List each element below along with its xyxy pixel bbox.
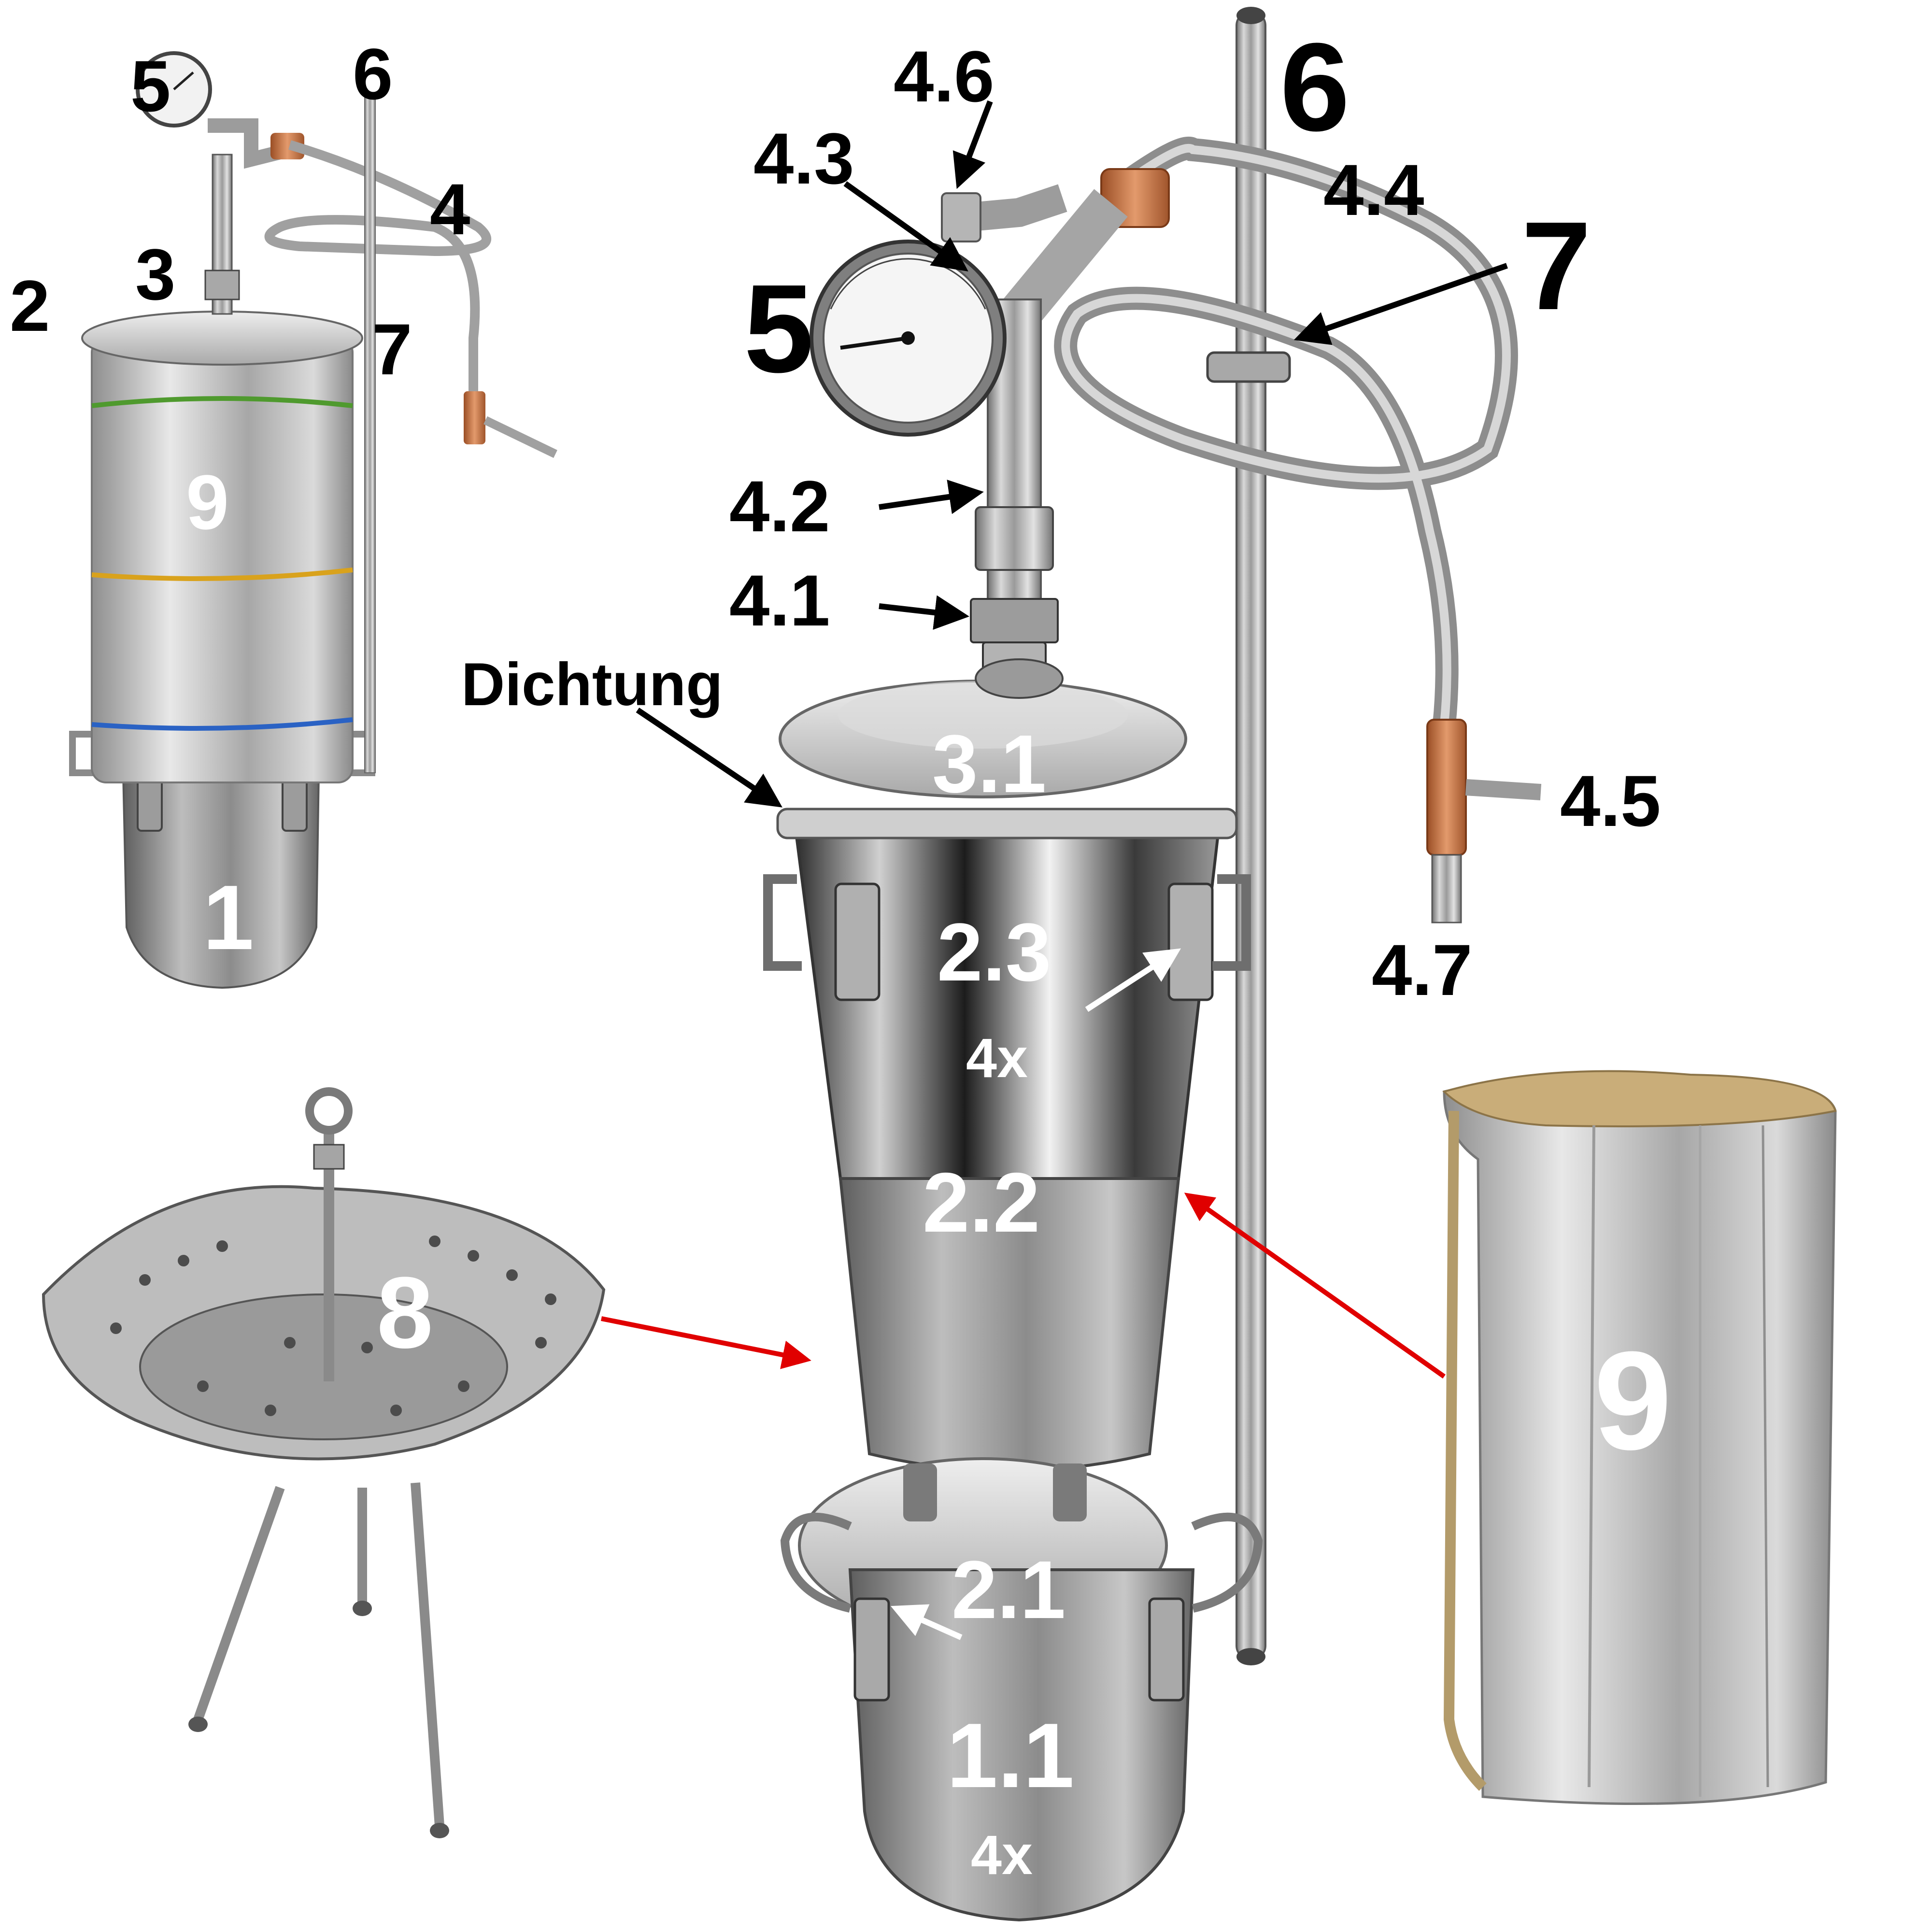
lower-pot-handle-left — [780, 1512, 852, 1613]
assembled-pot-clamp-left — [137, 777, 163, 832]
label-9: 9 — [1594, 1322, 1672, 1479]
main-pot-2 — [763, 808, 1251, 1472]
arrow-4-2 — [879, 480, 984, 514]
arrow-4-3 — [843, 181, 968, 271]
label-7: 7 — [1521, 196, 1591, 336]
arrow-4-1 — [879, 595, 969, 630]
label-small-9: 9 — [186, 459, 229, 545]
basket-perforations — [110, 1236, 556, 1416]
assembled-lid — [81, 311, 363, 366]
lower-pot-1-1 — [780, 1512, 1263, 1922]
label-small-2: 2 — [10, 265, 50, 346]
arrow-8 — [601, 1316, 811, 1369]
assembled-copper-coupling — [270, 133, 304, 159]
label-small-1: 1 — [203, 867, 254, 969]
assembled-thermo-needle — [173, 71, 194, 90]
assembled-coil-pipe — [264, 140, 491, 396]
label-small-4: 4 — [430, 169, 470, 250]
assembled-copper-tee — [464, 391, 485, 444]
label-4-6: 4.6 — [894, 36, 994, 117]
arrow-7 — [1293, 263, 1508, 345]
arrow-1-1 — [891, 1604, 963, 1640]
assembled-still-small — [69, 51, 557, 989]
nozzle-tip-4-6 — [941, 192, 981, 242]
label-5: 5 — [744, 259, 814, 399]
clamp-2-3-right — [1167, 882, 1214, 1001]
tee-branch-4-3 — [1002, 189, 1128, 328]
arrow-4-6 — [952, 100, 993, 189]
label-3-1: 3.1 — [932, 718, 1046, 810]
arrow-2-3 — [1085, 948, 1181, 1012]
insulation-roll-9 — [1442, 1070, 1837, 1805]
label-2-1: 2.1 — [952, 1544, 1065, 1636]
condenser-coil — [1054, 136, 1518, 918]
thermometer-5 — [810, 240, 1007, 437]
rod-6 — [1236, 7, 1266, 1665]
lid-3-1 — [779, 658, 1187, 798]
assembled-pot-clamp-right — [282, 777, 308, 832]
clamp-1-1-right — [1148, 1597, 1185, 1702]
label-4-7: 4.7 — [1372, 929, 1473, 1010]
steamer-basket-8 — [42, 1087, 606, 1838]
assembled-rod — [364, 96, 376, 773]
rod-clamp — [1206, 351, 1291, 383]
label-4-4: 4.4 — [1323, 149, 1424, 230]
coupling-4-2 — [975, 506, 1054, 571]
label-2-3: 2.3 — [937, 907, 1051, 998]
pot-handle-right — [1212, 874, 1251, 971]
label-dichtung: Dichtung — [461, 651, 723, 718]
basket-center-rod — [324, 1130, 334, 1381]
label-8: 8 — [377, 1256, 433, 1369]
arrow-dichtung — [636, 708, 782, 808]
label-small-5: 5 — [130, 45, 170, 127]
lower-pot-handle-right — [1191, 1512, 1263, 1613]
label-6: 6 — [1280, 17, 1350, 157]
label-small-3: 3 — [135, 234, 175, 315]
label-4-5: 4.5 — [1560, 760, 1661, 841]
assembled-nut — [204, 270, 240, 300]
clamp-2-3-left — [834, 882, 881, 1001]
nut-4-1 — [970, 598, 1059, 643]
copper-tee-outlet — [1426, 719, 1467, 856]
label-4x-top: 4x — [966, 1027, 1028, 1089]
label-4-1: 4.1 — [729, 560, 830, 641]
assembled-strap-blue — [91, 717, 353, 731]
label-small-6: 6 — [353, 33, 393, 114]
clamp-1-1-left — [853, 1597, 890, 1702]
label-2-2: 2.2 — [923, 1156, 1040, 1250]
assembled-insulation-wrap — [91, 337, 354, 783]
arrow-9 — [1184, 1193, 1446, 1379]
pot-handle-left — [763, 874, 802, 971]
label-4-3: 4.3 — [753, 118, 854, 199]
nozzle-4-6 — [965, 184, 1067, 232]
assembled-handle-left — [69, 731, 97, 776]
label-small-7: 7 — [372, 309, 412, 390]
assembled-strap-green — [91, 396, 353, 408]
label-4-2: 4.2 — [729, 466, 830, 547]
basket-eye-ring — [305, 1087, 353, 1135]
outlet-tube-4-7 — [1431, 854, 1462, 923]
assembled-pot — [122, 772, 320, 989]
assembled-outlet — [483, 416, 557, 458]
label-arrows — [601, 100, 1508, 1640]
assembled-strap-yellow — [91, 568, 353, 581]
basket-rod-nut — [313, 1144, 345, 1170]
label-4x-bottom: 4x — [971, 1824, 1033, 1886]
outlet-nozzle-4-5 — [1465, 779, 1542, 800]
label-1-1: 1.1 — [947, 1705, 1074, 1807]
